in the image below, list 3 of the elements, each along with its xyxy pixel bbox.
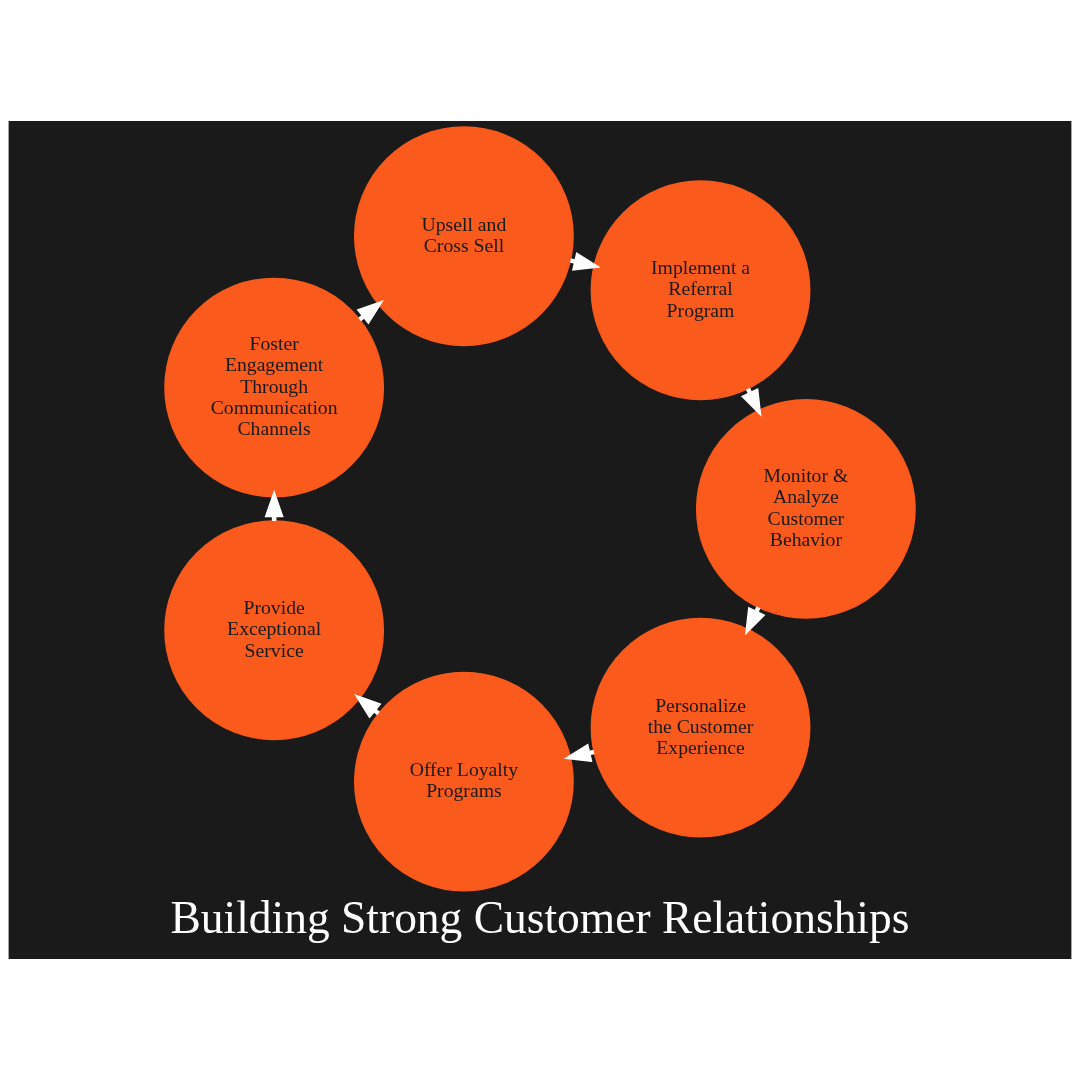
node-circle: Implement a Referral Program xyxy=(590,180,811,401)
diagram-title: Building Strong Customer Relationships xyxy=(170,892,910,944)
node-circle: Monitor & Analyze Customer Behavior xyxy=(695,399,916,619)
